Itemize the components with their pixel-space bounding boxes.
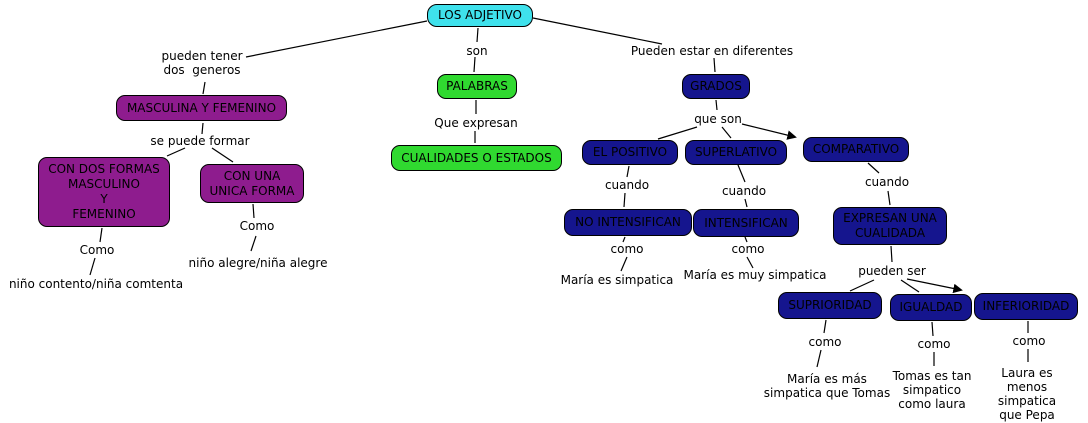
example-tomas-tan-simpatico: Tomas es tan simpatico como laura [892,369,972,412]
node-suprioridad[interactable]: SUPRIORIDAD [778,292,882,319]
node-cualidades-o-estados[interactable]: CUALIDADES O ESTADOS [391,145,562,171]
link-label-como-igualdad: como [917,337,951,351]
node-masculina-y-femenino[interactable]: MASCULINA Y FEMENINO [116,95,287,121]
example-laura-menos-simpatica: Laura es menos simpatica que Pepa [997,366,1057,423]
link-label-como-no-intensifican: como [610,242,644,256]
node-igualdad[interactable]: IGUALDAD [890,294,972,321]
node-con-una-unica-forma[interactable]: CON UNA UNICA FORMA [200,164,304,203]
link-label-que-son: que son [694,112,742,126]
link-label-como-inferioridad: como [1012,334,1046,348]
link-label-cuando-comparativo: cuando [864,175,910,189]
link-label-como-intensifican: como [731,242,765,256]
link-label-pueden-tener: pueden tener dos generos [161,49,243,78]
link-label-cuando-superlativo: cuando [721,184,767,198]
node-comparativo[interactable]: COMPARATIVO [803,137,909,162]
link-label-como-suprioridad: como [808,335,842,349]
link-label-cuando-positivo: cuando [604,178,650,192]
node-superlativo[interactable]: SUPERLATIVO [685,140,787,165]
node-inferioridad[interactable]: INFERIORIDAD [974,293,1078,320]
node-intensifican[interactable]: INTENSIFICAN [693,209,799,237]
node-los-adjetivo[interactable]: LOS ADJETIVO [427,4,533,27]
node-expresan-una-cualidada[interactable]: EXPRESAN UNA CUALIDADA [833,207,947,245]
link-label-se-puede-formar: se puede formar [150,134,250,148]
node-con-dos-formas[interactable]: CON DOS FORMAS MASCULINO Y FEMENINO [38,157,170,227]
link-label-como-izquierda: Como [79,243,115,257]
example-maria-simpatica: María es simpatica [560,273,674,287]
link-label-pueden-estar: Pueden estar en diferentes [630,44,794,58]
link-label-pueden-ser: pueden ser [858,264,926,278]
example-maria-muy-simpatica: María es muy simpatica [683,268,827,282]
link-label-como-derecha: Como [239,219,275,233]
example-nino-contento: niño contento/niña comtenta [8,277,184,291]
link-label-que-expresan: Que expresan [434,116,518,130]
node-no-intensifican[interactable]: NO INTENSIFICAN [564,209,692,236]
link-label-son: son [466,44,488,58]
example-nino-alegre: niño alegre/niña alegre [188,256,328,270]
example-maria-mas-simpatica: María es más simpatica que Tomas [763,372,891,401]
node-grados[interactable]: GRADOS [682,74,750,99]
node-el-positivo[interactable]: EL POSITIVO [582,140,678,165]
node-palabras[interactable]: PALABRAS [437,74,517,99]
